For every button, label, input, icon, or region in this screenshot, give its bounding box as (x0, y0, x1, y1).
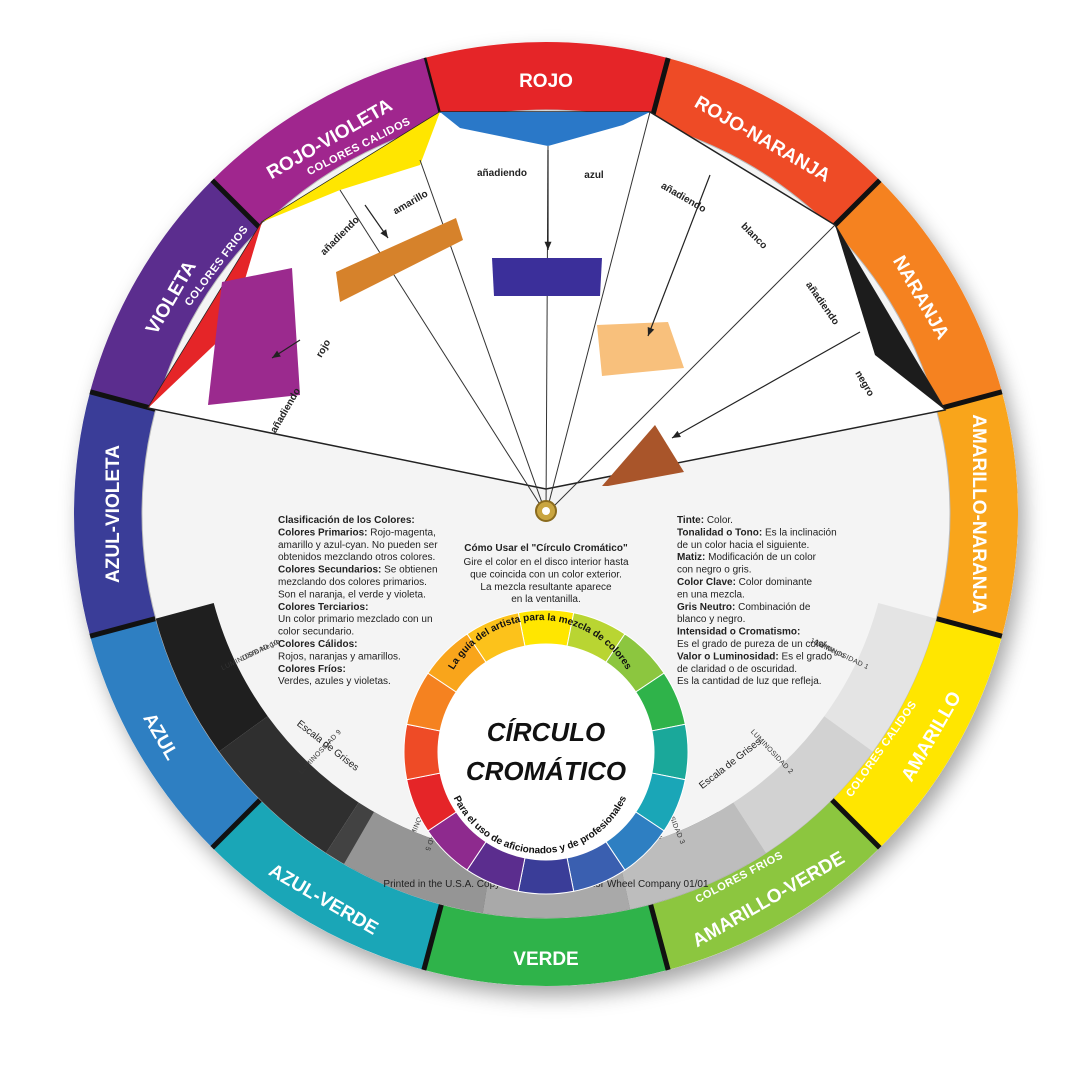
center-title-line2: CROMÁTICO (466, 756, 626, 786)
red-swatch-tab (148, 222, 262, 408)
window-label: azul (584, 170, 604, 181)
yellow-swatch-tab (262, 112, 440, 222)
segment-divider (935, 389, 1003, 412)
how-to-line: La mezcla resultante aparece (480, 582, 612, 593)
arrow-head (647, 327, 655, 336)
window-divider (545, 224, 836, 515)
info-line: Tinte: Color. (677, 515, 733, 526)
blue-swatch-tab (440, 112, 650, 146)
segment-divider (210, 178, 263, 231)
mix-result-swatch (208, 268, 300, 405)
window-divider (339, 189, 547, 515)
outer-segment[interactable] (73, 391, 156, 637)
mini-wheel-segment (651, 723, 689, 781)
outer-segment[interactable] (936, 391, 1018, 637)
gray-swatch (155, 603, 268, 752)
info-line: de claridad o de oscuridad. (677, 664, 797, 675)
mix-result-swatch (492, 258, 602, 296)
segment-divider (829, 178, 882, 231)
gray-swatch (733, 716, 873, 853)
info-line: Matiz: Modificación de un color (677, 552, 817, 563)
segment-divider (210, 797, 263, 850)
segment-divider (89, 389, 157, 412)
info-line: mezclando dos colores primarios. (278, 577, 427, 588)
arrow-head (272, 350, 281, 358)
window-divider (419, 159, 547, 515)
outer-segment-label: AZUL-VIOLETA (103, 445, 124, 583)
info-line: obtenidos mezclando otros colores. (278, 552, 435, 563)
mini-wheel-segment (403, 723, 441, 781)
arrow (647, 174, 711, 337)
mix-result-swatch (336, 218, 463, 302)
info-line: Intensidad o Cromatismo: (677, 627, 800, 638)
gray-swatch (617, 802, 767, 910)
arrow-head (544, 241, 552, 250)
info-line: amarillo y azul-cyan. No pueden ser (278, 540, 438, 551)
info-line: Colores Primarios: Rojo-magenta, (278, 527, 436, 538)
arrow-head (672, 430, 681, 438)
outer-segment[interactable] (212, 799, 442, 970)
outer-segment-label: VERDE (513, 949, 578, 970)
info-line: Color Clave: Color dominante (677, 577, 812, 588)
info-line: en una mezcla. (677, 589, 745, 600)
arrow-head (380, 229, 388, 238)
how-to-line: Gire el color en el disco interior hasta (463, 557, 629, 568)
outer-segment[interactable] (212, 58, 442, 229)
info-line: Rojos, naranjas y amarillos. (278, 651, 401, 662)
how-to-line: que coincida con un color exterior. (470, 569, 622, 580)
segment-divider (648, 903, 671, 971)
pivot-hole (542, 507, 550, 515)
outer-segment[interactable] (650, 58, 880, 229)
mix-result-swatch (602, 425, 684, 486)
outer-segment-label: ROJO (519, 71, 573, 92)
outer-segment-label: AMARILLO-NARANJA (968, 414, 989, 614)
center-disc-face (438, 644, 654, 860)
info-line: Tonalidad o Tono: Es la inclinación (677, 527, 837, 538)
info-line: Colores Fríos: (278, 664, 346, 675)
outer-segment[interactable] (650, 799, 880, 970)
info-line: blanco y negro. (677, 614, 745, 625)
center-title-line1: CÍRCULO (487, 717, 605, 747)
window-divider (545, 111, 651, 515)
info-line: con negro o gris. (677, 565, 752, 576)
info-line: Gris Neutro: Combinación de (677, 602, 811, 613)
outer-segment[interactable] (90, 180, 261, 410)
how-to-line: en la ventanilla. (511, 594, 581, 605)
window-label: añadiendo (477, 168, 527, 179)
info-line: Colores Cálidos: (278, 639, 357, 650)
segment-divider (648, 57, 671, 125)
info-line: Verdes, azules y violetas. (278, 676, 391, 687)
segment-divider (89, 616, 157, 639)
outer-segment[interactable] (831, 180, 1002, 410)
gray-swatch (344, 811, 493, 914)
info-line: Es el grado de pureza de un color. (677, 639, 829, 650)
segment-divider (935, 616, 1003, 639)
info-line: Valor o Luminosidad: Es el grado (677, 651, 832, 662)
gray-swatch (219, 716, 359, 853)
info-line: color secundario. (278, 627, 354, 638)
center-disc[interactable]: La guía del artista para la mezcla de co… (403, 609, 689, 895)
segment-divider (421, 903, 444, 971)
info-line: Un color primario mezclado con un (278, 614, 433, 625)
info-line: Colores Terciarios: (278, 602, 368, 613)
info-line: de un color hacia el siguiente. (677, 540, 809, 551)
info-line: Colores Secundarios: Se obtienen (278, 565, 438, 576)
arrow (671, 331, 861, 439)
outer-segment[interactable] (423, 904, 669, 986)
mix-result-swatch (597, 322, 684, 376)
outer-segment[interactable] (831, 618, 1002, 848)
black-swatch-tab (835, 225, 945, 410)
info-line: Es la cantidad de luz que refleja. (677, 676, 822, 687)
mini-wheel-segment (517, 857, 575, 895)
info-line: Clasificación de los Colores: (278, 515, 415, 526)
segment-divider (829, 797, 882, 850)
outer-segment[interactable] (423, 42, 669, 124)
outer-segment[interactable] (90, 618, 261, 848)
info-line: Son el naranja, el verde y violeta. (278, 589, 426, 600)
gray-swatch (824, 603, 937, 752)
how-to-title: Cómo Usar el "Círculo Cromático" (464, 543, 628, 554)
